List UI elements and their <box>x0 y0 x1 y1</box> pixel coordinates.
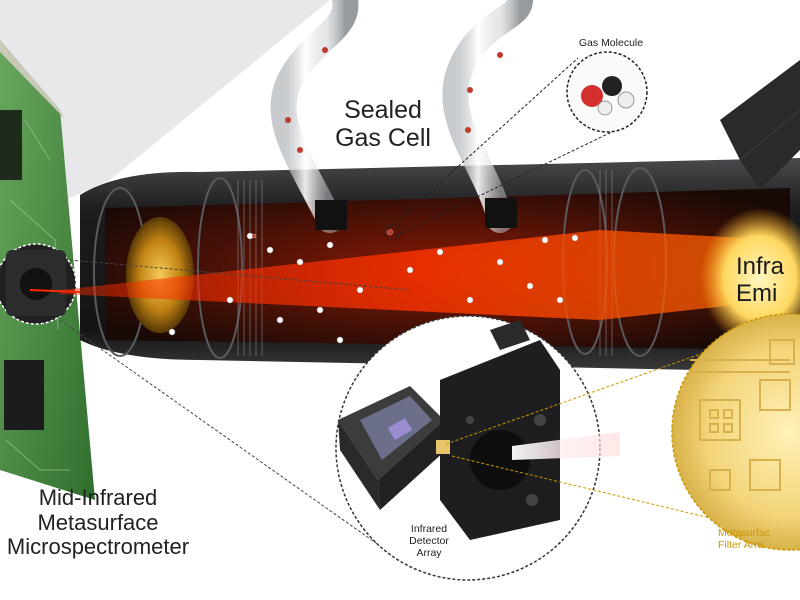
laser-beam <box>60 230 780 320</box>
module-zoom <box>335 315 620 581</box>
gas-molecule-label: Gas Molecule <box>578 37 644 49</box>
hydrogen-atom <box>597 100 613 116</box>
filter-array-line1: Metasurfac <box>718 527 770 539</box>
oxygen-atom <box>581 85 603 107</box>
filter-housing <box>440 320 560 540</box>
background-shade <box>0 0 330 230</box>
cooling-fins <box>720 60 800 190</box>
gas-tubes <box>270 0 533 233</box>
sealed-gas-cell-label: Sealed Gas Cell <box>318 96 448 152</box>
lens <box>126 217 194 333</box>
sealed-gas-cell-line2: Gas Cell <box>335 124 431 152</box>
hydrogen-atom <box>617 91 635 109</box>
detector-array-line1: Infrared <box>410 523 448 535</box>
infrared-emitter-line2: Emi <box>736 279 778 307</box>
infrared-emitter-line1: Infra <box>736 253 785 280</box>
detector-chip <box>338 386 446 510</box>
filter-callout <box>445 313 800 551</box>
detector-array-line2: Detector <box>409 534 449 547</box>
spectrometer-module <box>0 243 81 325</box>
detector-array-label: Infrared Detector Array <box>388 523 470 559</box>
spectrometer-callout-lines <box>59 259 411 561</box>
emitter-glow <box>700 208 800 348</box>
filter-array-line2: Filter Arra <box>718 538 764 551</box>
microspectrometer-line1: Mid-Infrared <box>38 485 158 510</box>
gas-molecule-callout <box>383 51 648 241</box>
metasurface-pattern <box>690 339 795 491</box>
carbon-atom <box>602 76 622 96</box>
microspectrometer-label: Mid-Infrared Metasurface Microspectromet… <box>0 485 218 560</box>
filter-chip <box>436 440 450 454</box>
sealed-gas-cell-line1: Sealed <box>344 96 422 124</box>
microspectrometer-line2: Metasurface <box>37 509 159 535</box>
gas-molecules <box>168 228 579 344</box>
filter-array-label: Metasurfac Filter Arra <box>718 527 800 552</box>
infrared-emitter-label: Infra Emi <box>736 253 800 308</box>
detector-array-line3: Array <box>416 546 442 559</box>
microspectrometer-line3: Microspectrometer <box>6 534 190 560</box>
ir-beam <box>512 432 620 460</box>
